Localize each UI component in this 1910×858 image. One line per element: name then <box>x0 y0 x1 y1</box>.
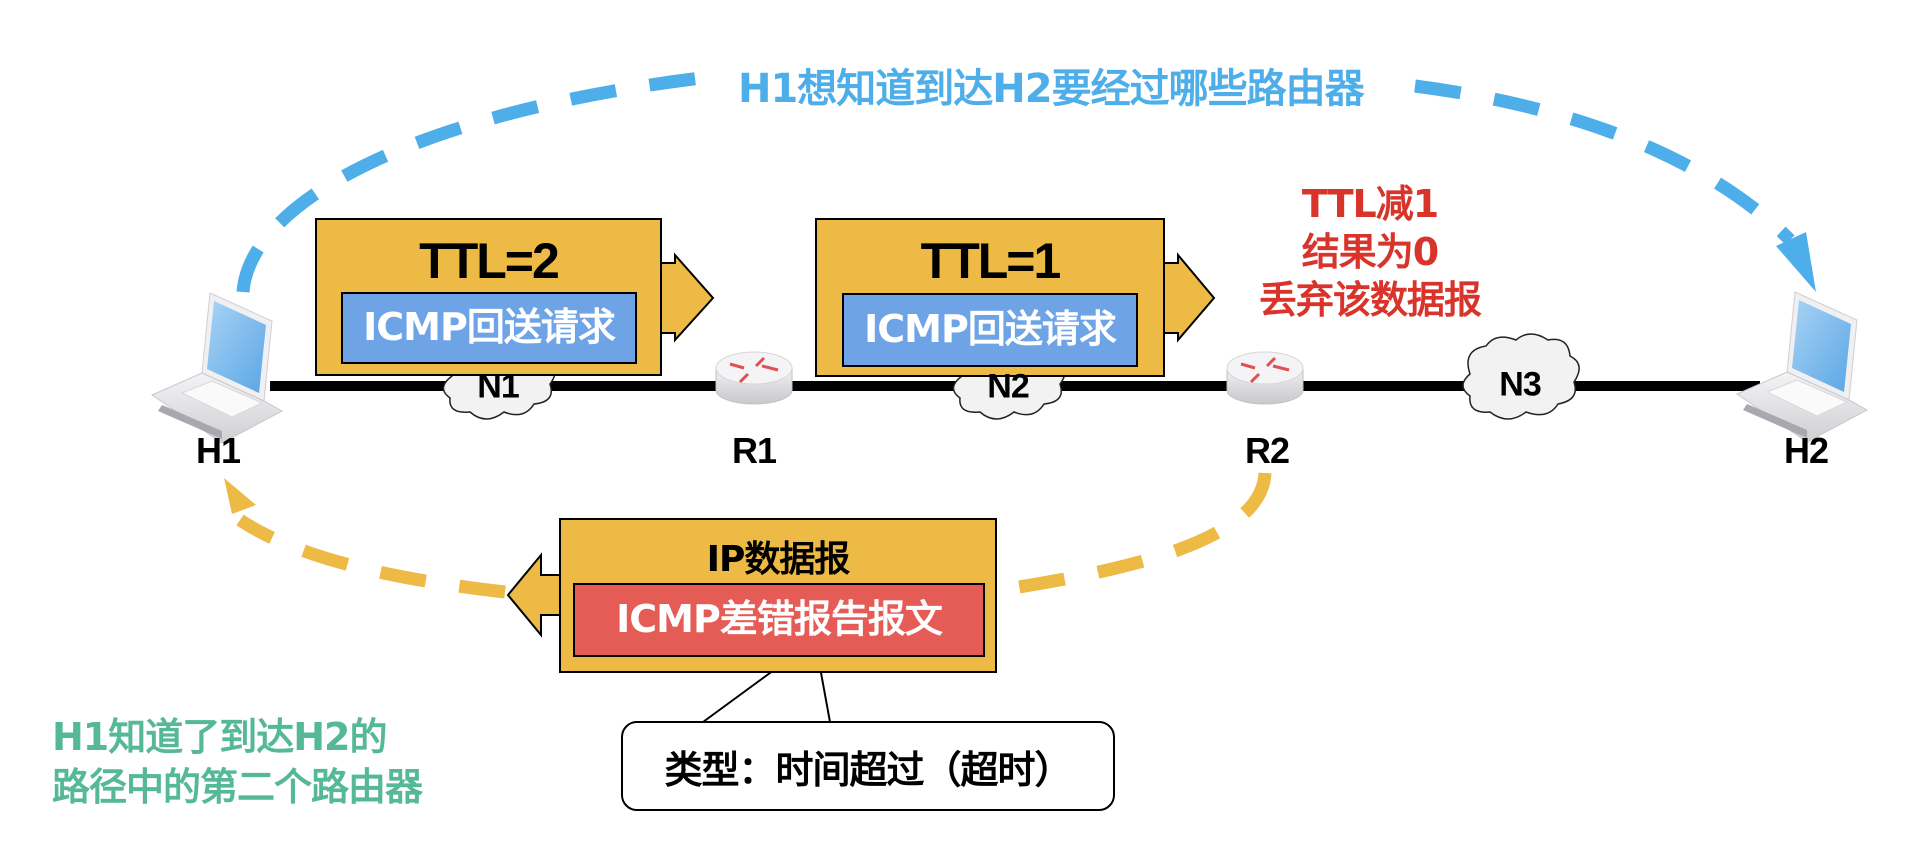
laptop-h1-icon <box>150 292 284 444</box>
reply-arc-left <box>236 514 506 599</box>
reply-packet-header: IP数据报 <box>706 539 851 580</box>
request-arrowhead-icon <box>1776 232 1816 292</box>
packet-arrow-1-icon <box>659 252 715 343</box>
reply-arc-right <box>999 472 1272 597</box>
r2-note-line: 结果为0 <box>1301 230 1439 274</box>
network-label-n1: N1 <box>477 367 519 406</box>
r2-note-line: 丢弃该数据报 <box>1258 278 1482 322</box>
packet-ttl-label: TTL=1 <box>920 233 1062 289</box>
router-label-r2: R2 <box>1244 430 1290 471</box>
packet-ttl1: TTL=1 ICMP回送请求 <box>815 218 1165 377</box>
network-label-n3: N3 <box>1499 365 1541 404</box>
host-label-h1: H1 <box>195 430 241 471</box>
conclusion-line: 路径中的第二个路由器 <box>52 765 423 809</box>
packet-payload: ICMP回送请求 <box>341 292 637 364</box>
reply-packet: IP数据报 ICMP差错报告报文 <box>559 518 997 673</box>
packet-ttl2: TTL=2 ICMP回送请求 <box>315 218 662 376</box>
conclusion-line: H1知道了到达H2的 <box>52 715 388 759</box>
cloud-n3-icon <box>1462 333 1580 420</box>
callout-text: 类型：时间超过（超时） <box>664 747 1072 792</box>
reply-arrowhead-icon <box>224 478 256 514</box>
router-label-r1: R1 <box>731 430 777 471</box>
laptop-h2-icon <box>1735 291 1869 443</box>
r2-note-line: TTL减1 <box>1301 182 1439 226</box>
packet-payload: ICMP回送请求 <box>842 293 1138 367</box>
reply-arrow-icon <box>506 552 562 638</box>
conclusion-note: H1知道了到达H2的 路径中的第二个路由器 <box>52 712 423 812</box>
reply-packet-payload: ICMP差错报告报文 <box>573 583 985 657</box>
host-label-h2: H2 <box>1783 430 1829 471</box>
network-label-n2: N2 <box>987 367 1029 406</box>
r2-note: TTL减1 结果为0 丢弃该数据报 <box>1220 180 1520 324</box>
packet-ttl-label: TTL=2 <box>419 233 560 289</box>
router-r1-icon <box>715 351 793 405</box>
packet-arrow-2-icon <box>1162 252 1216 343</box>
error-type-callout: 类型：时间超过（超时） <box>621 721 1115 811</box>
diagram-title: H1想知道到达H2要经过哪些路由器 <box>738 66 1365 112</box>
router-r2-icon <box>1226 351 1304 405</box>
request-arc-left <box>236 69 719 293</box>
